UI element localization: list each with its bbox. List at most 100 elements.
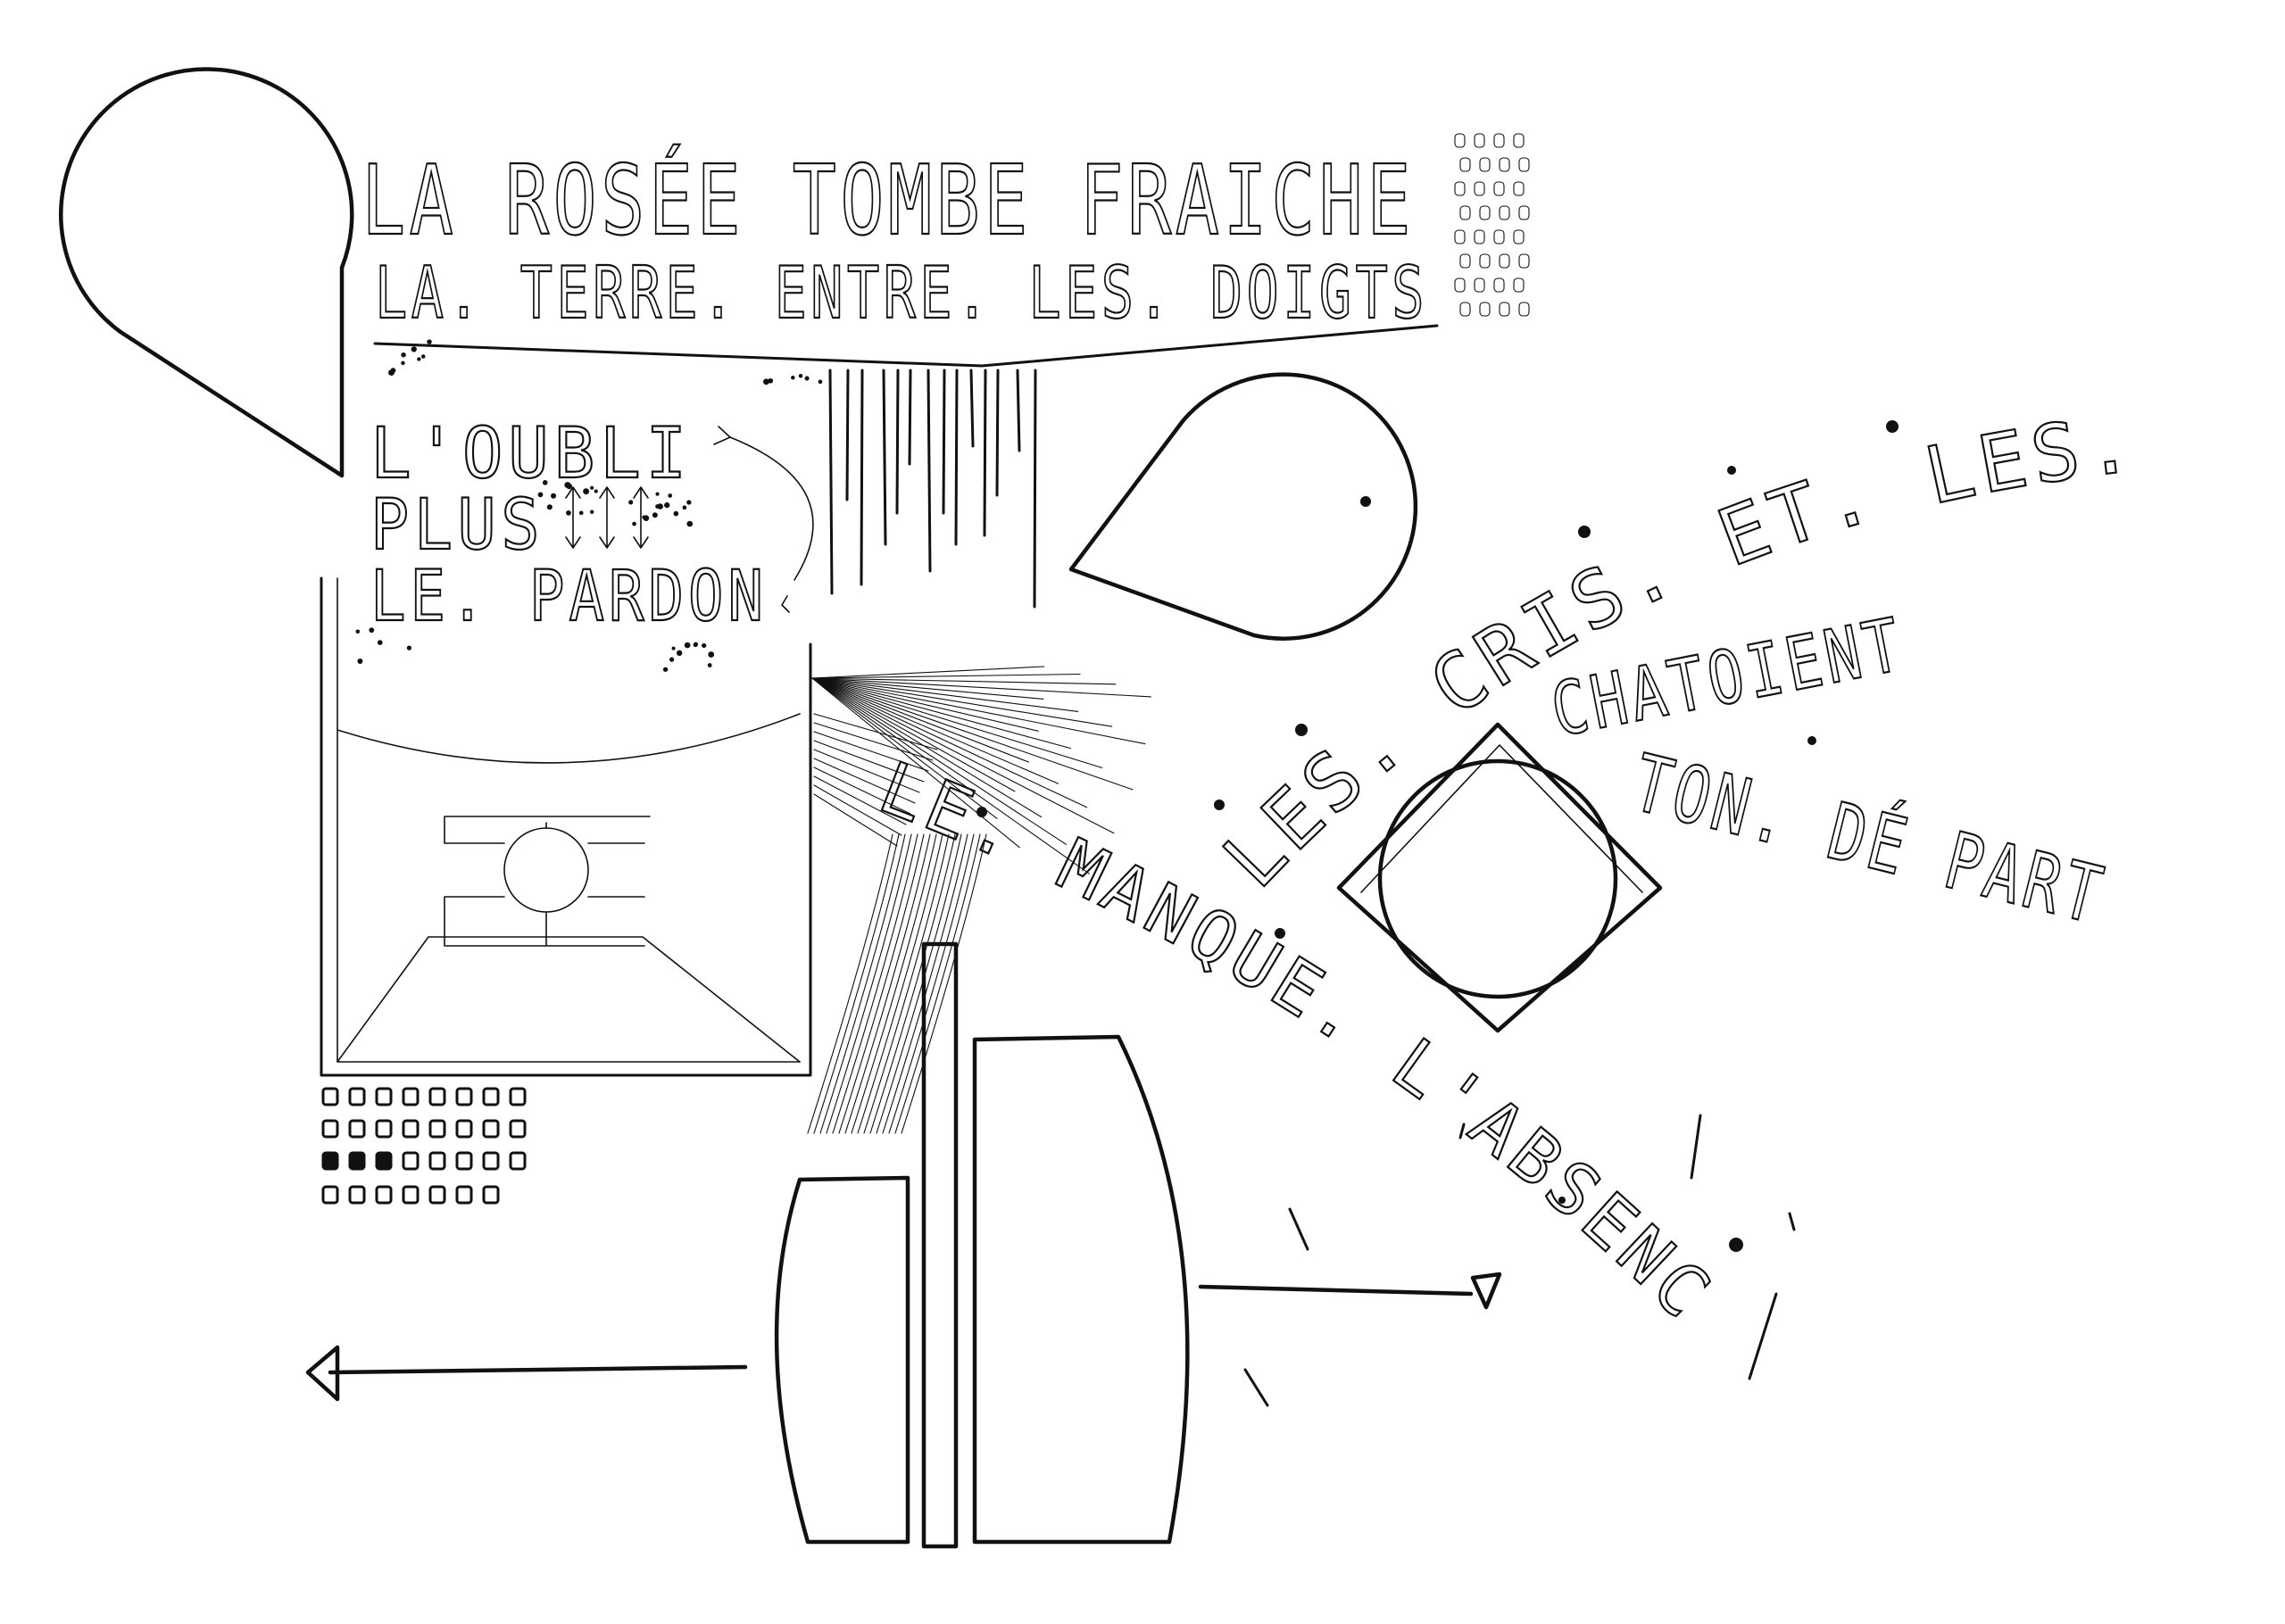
ray-line (811, 677, 1103, 769)
dot (693, 642, 698, 648)
dot-cell (1513, 181, 1525, 196)
dot (791, 375, 795, 380)
oubli-word: L'OUBLI (370, 414, 692, 494)
glyph-cell (428, 1151, 446, 1171)
ray-line (811, 677, 1088, 808)
hatch-stroke (807, 833, 893, 1134)
dot (628, 500, 634, 505)
dot-cell (1513, 133, 1525, 148)
dot-cell (1499, 253, 1510, 269)
dot-cell-pattern-top-right (1454, 133, 1530, 317)
title-underline (373, 324, 1439, 368)
half-lens-left (774, 1175, 910, 1545)
glyph-cell (509, 1151, 527, 1171)
dot (357, 658, 363, 664)
glyph-cell (402, 1119, 420, 1139)
glyph-cell (321, 1151, 339, 1171)
hatch-stroke (826, 833, 912, 1134)
glyph-cell (402, 1151, 420, 1171)
glyph-cell (348, 1151, 366, 1171)
ray-line (811, 677, 1044, 700)
ray-line (813, 766, 911, 815)
ray-line (813, 722, 934, 761)
dot (662, 667, 669, 672)
dot (406, 645, 412, 650)
vertical-bar (882, 369, 887, 546)
dot (401, 360, 405, 366)
title-line-2: LA. TERRE. ENTRE. LES. DOIGTS (375, 252, 1428, 335)
hatch-stroke (863, 833, 950, 1134)
vertical-bar (895, 369, 900, 515)
radiating-lines (811, 666, 1151, 874)
hatch-stroke (888, 833, 975, 1134)
dot-clusters (355, 339, 823, 672)
glyph-cell (402, 1185, 420, 1205)
dot-cell (1459, 157, 1471, 172)
ray-line (811, 677, 1016, 792)
ray-line (811, 677, 998, 819)
dot-cell (1518, 302, 1530, 317)
ray-line (811, 677, 1117, 685)
ray-line (811, 673, 1081, 679)
hatch-stroke (869, 833, 956, 1134)
curved-arrow (713, 426, 814, 613)
title-line-1: LA ROSÉE TOMBE FRAICHE (361, 144, 1415, 257)
dot-cell (1474, 181, 1485, 196)
hatch-stroke (819, 833, 906, 1134)
dot (583, 488, 590, 495)
glyph-cell (482, 1185, 500, 1205)
dot (594, 489, 598, 493)
dot (768, 377, 774, 384)
dot (420, 354, 426, 359)
glyph-cell (375, 1087, 393, 1106)
dot (671, 646, 676, 650)
dot (668, 493, 673, 498)
dot-cell (1513, 229, 1525, 244)
glyph-cell (321, 1119, 339, 1139)
half-lens-right (972, 1034, 1190, 1545)
dot-cell (1459, 205, 1471, 220)
ray-line (811, 677, 1079, 712)
vertical-bar (969, 369, 975, 448)
dot-cell (1454, 229, 1466, 244)
ray-line (811, 677, 1039, 732)
ray-line (811, 677, 1020, 849)
scattered-dashes (1243, 1114, 1796, 1407)
glyph-cell (482, 1087, 500, 1106)
dot (804, 376, 810, 381)
glyph-cell (482, 1151, 500, 1171)
glyph-cell (482, 1119, 500, 1139)
dot (590, 485, 594, 490)
glyph-cell (455, 1151, 473, 1171)
ray-line (811, 677, 1146, 745)
dot (589, 510, 594, 514)
dot-cell (1474, 229, 1485, 244)
dot (411, 346, 417, 352)
dot (686, 520, 694, 527)
dot (655, 504, 660, 509)
dot-cell (1493, 229, 1505, 244)
pardon-word: LE. PARDON (370, 557, 768, 637)
dot (551, 493, 557, 499)
dot-cell (1454, 181, 1466, 196)
vertical-bar (942, 369, 946, 515)
ray-line (811, 677, 1090, 874)
glyph-cell (509, 1119, 527, 1139)
dot (566, 510, 571, 516)
hatch-stroke (882, 833, 968, 1134)
ray-line (813, 749, 920, 793)
glyph-cell (348, 1185, 366, 1205)
dot (669, 657, 675, 662)
dot (673, 510, 679, 517)
dot (537, 492, 544, 498)
plus-word: PLUS (370, 485, 544, 566)
dot (686, 500, 692, 505)
vertical-bar (845, 369, 850, 501)
glyph-grid-bottom-left (321, 1087, 527, 1205)
hatch-stroke (813, 833, 900, 1134)
glyph-cell (428, 1119, 446, 1139)
vertical-bar (995, 369, 1000, 497)
dot (643, 515, 650, 521)
hatch-stroke (894, 833, 981, 1134)
